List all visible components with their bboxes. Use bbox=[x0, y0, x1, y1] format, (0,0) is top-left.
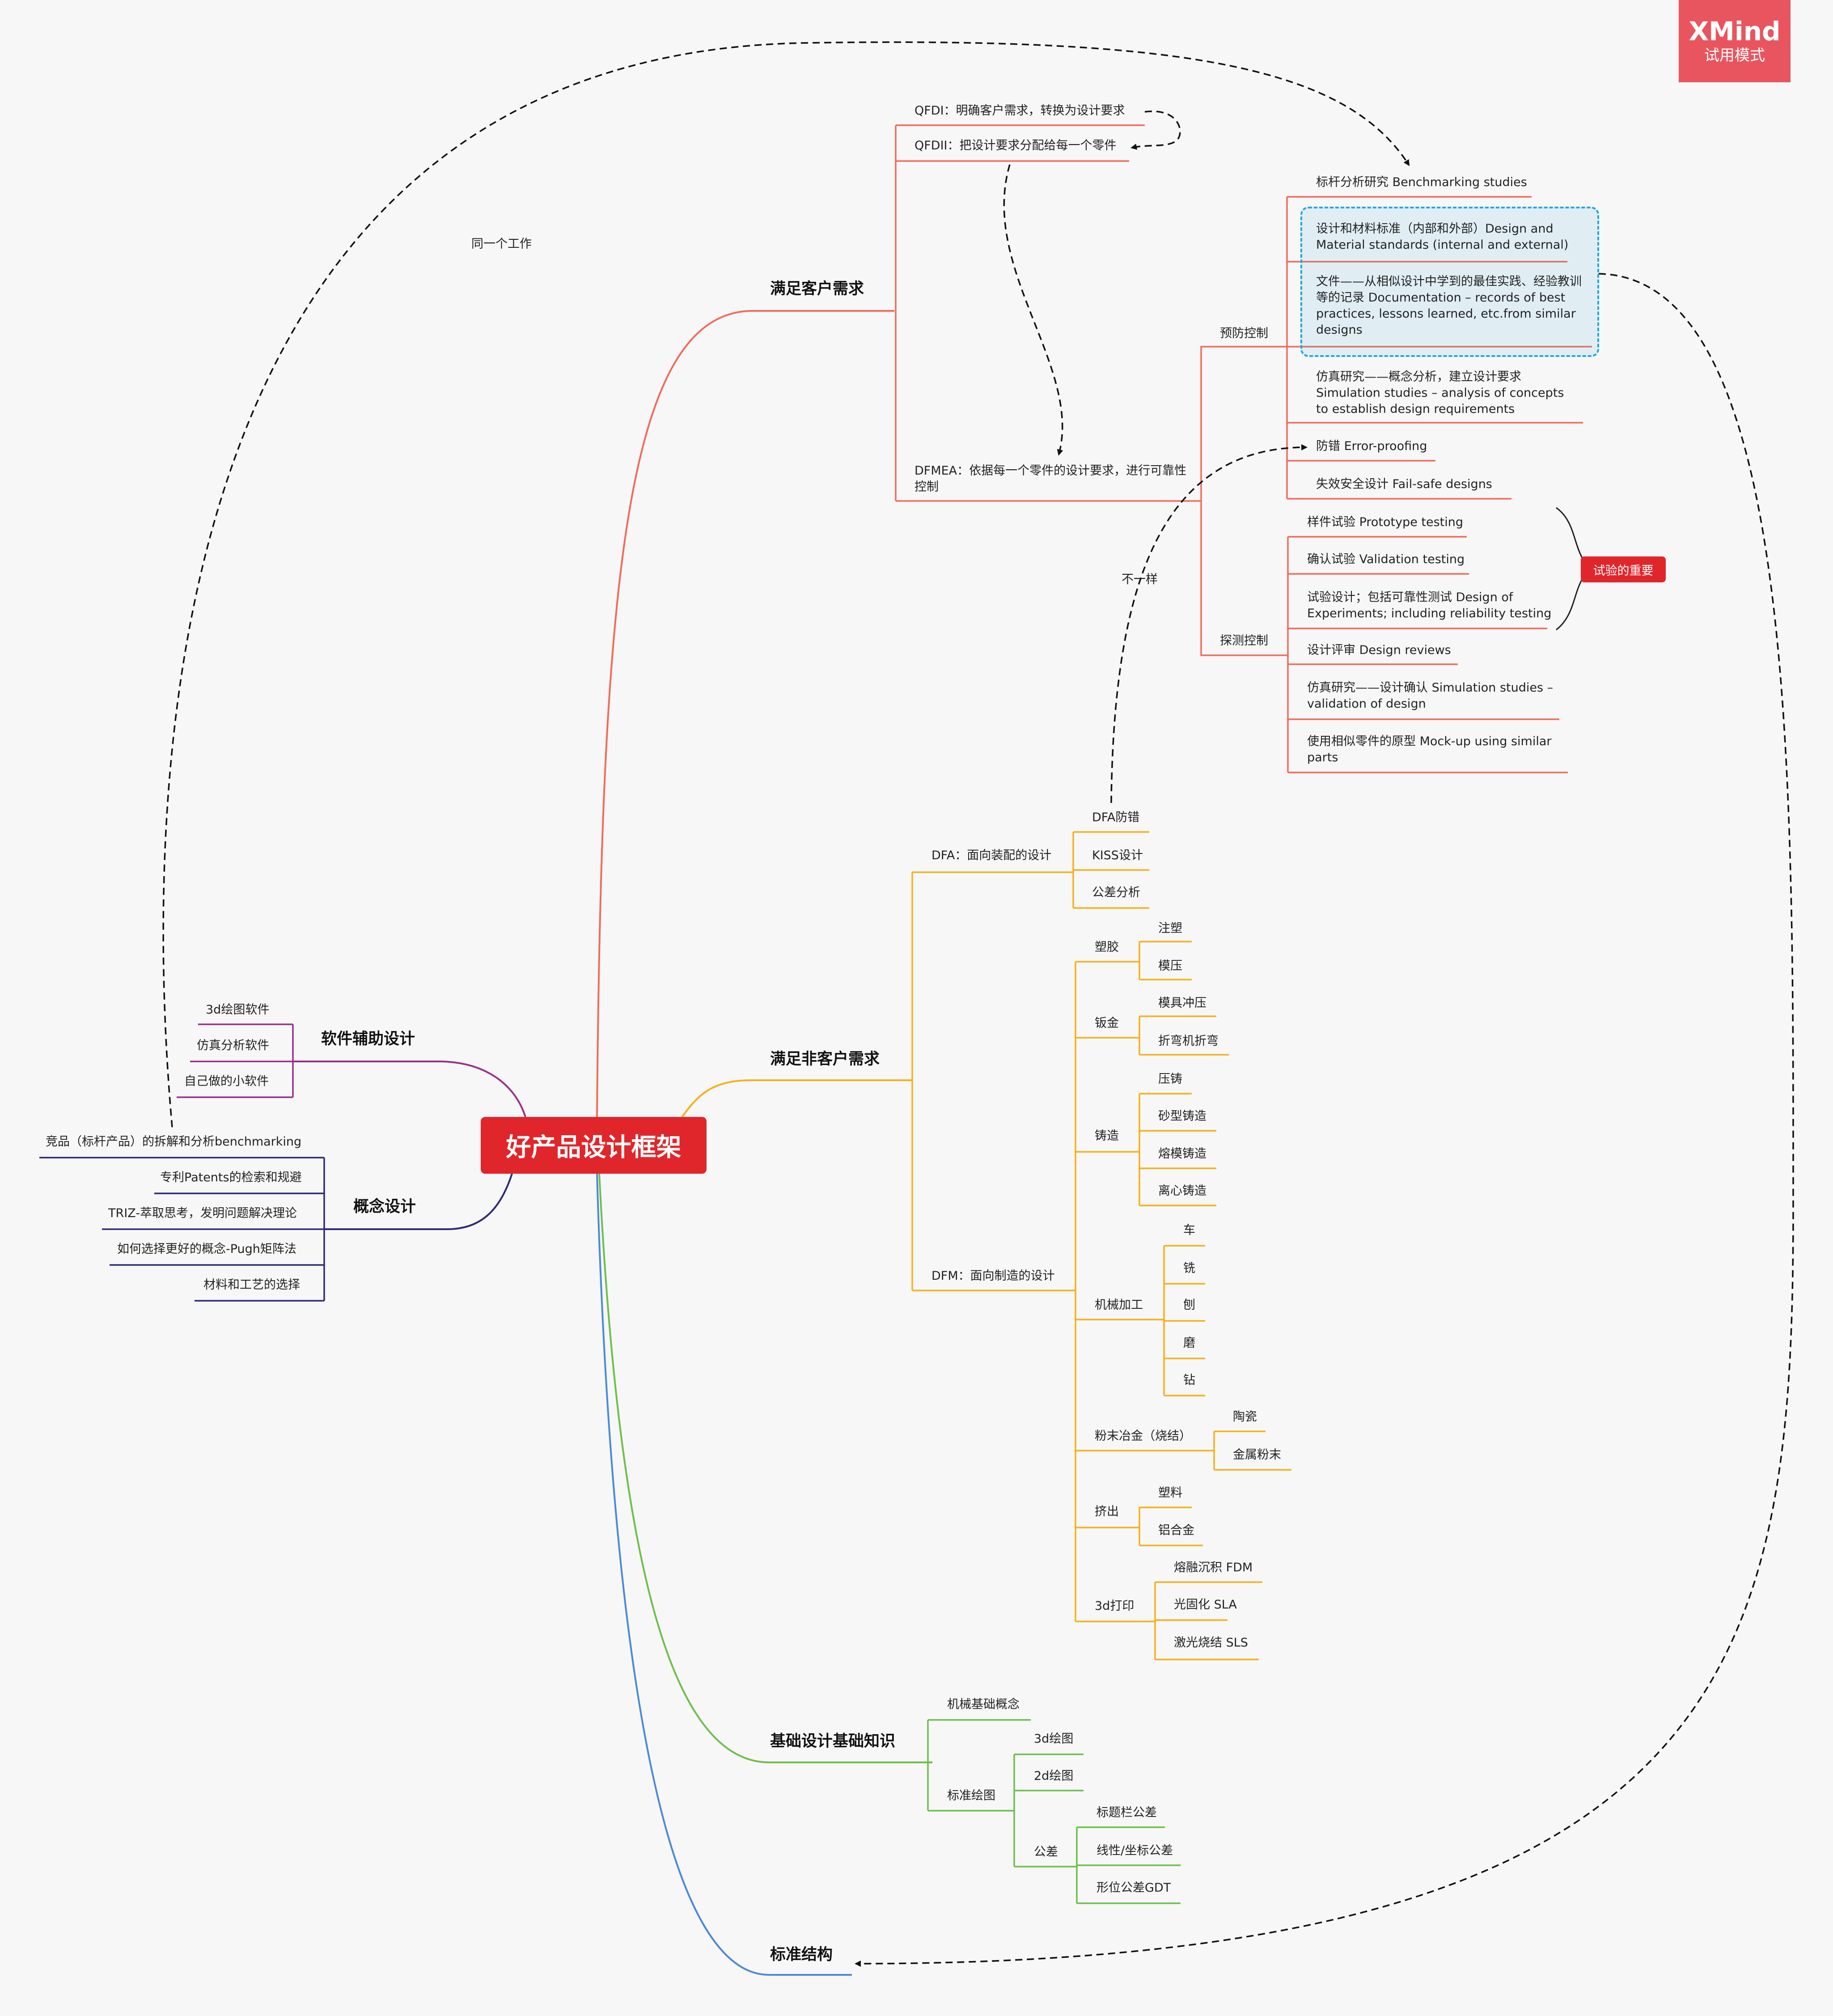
node-detection-control[interactable]: 探测控制 bbox=[1220, 634, 1268, 648]
dfm-leaf[interactable]: 光固化 SLA bbox=[1174, 1598, 1237, 1612]
node-mechanical-basics[interactable]: 机械基础概念 bbox=[947, 1698, 1020, 1711]
dfm-sheet-metal[interactable]: 钣金 bbox=[1095, 1016, 1119, 1030]
concept-item[interactable]: 专利Patents的检索和规避 bbox=[160, 1171, 302, 1184]
dfm-leaf[interactable]: 模具冲压 bbox=[1158, 996, 1206, 1010]
dfm-leaf[interactable]: 铝合金 bbox=[1158, 1524, 1194, 1537]
prevention-item[interactable]: 防错 Error-proofing bbox=[1316, 439, 1427, 453]
node-tolerance[interactable]: 公差 bbox=[1034, 1845, 1058, 1859]
relation-standard bbox=[855, 273, 1794, 1967]
concept-item[interactable]: 材料和工艺的选择 bbox=[203, 1278, 300, 1292]
drawing-item[interactable]: 3d绘图 bbox=[1034, 1732, 1074, 1746]
node-dfmea[interactable]: DFMEA：依据每一个零件的设计要求，进行可靠性控制 bbox=[914, 464, 1187, 494]
prevention-item[interactable]: 文件——从相似设计中学到的最佳实践、经验教训等的记录 Documentation… bbox=[1316, 275, 1582, 337]
node-qfd1[interactable]: QFDI：明确客户需求，转换为设计要求 bbox=[914, 104, 1125, 118]
relation-label-same-work[interactable]: 同一个工作 bbox=[471, 237, 532, 251]
node-dfa[interactable]: DFA：面向装配的设计 bbox=[931, 849, 1052, 862]
node-standard-drawing[interactable]: 标准绘图 bbox=[947, 1789, 995, 1803]
topic-basic-knowledge[interactable]: 基础设计基础知识 bbox=[770, 1732, 896, 1750]
root-topic[interactable]: 好产品设计框架 bbox=[481, 1117, 707, 1174]
tolerance-item[interactable]: 形位公差GDT bbox=[1096, 1881, 1171, 1895]
topic-software-design[interactable]: 软件辅助设计 bbox=[321, 1030, 415, 1048]
detection-item[interactable]: 使用相似零件的原型 Mock-up using similar parts bbox=[1307, 734, 1552, 764]
topic-noncustomer-needs[interactable]: 满足非客户需求 bbox=[770, 1050, 880, 1068]
dfm-leaf[interactable]: 离心铸造 bbox=[1158, 1184, 1206, 1198]
branch-line-noncustomer bbox=[681, 1079, 912, 1118]
dfm-powder-metallurgy[interactable]: 粉末冶金（烧结） bbox=[1095, 1429, 1191, 1443]
software-item[interactable]: 3d绘图软件 bbox=[206, 1003, 270, 1017]
detection-item[interactable]: 设计评审 Design reviews bbox=[1307, 643, 1451, 657]
relation-qfd-to-dfmea bbox=[1003, 164, 1063, 456]
dfm-leaf[interactable]: 激光烧结 SLS bbox=[1174, 1636, 1248, 1650]
dfm-leaf[interactable]: 折弯机折弯 bbox=[1158, 1034, 1219, 1048]
relation-label-different[interactable]: 不一样 bbox=[1122, 573, 1158, 586]
dfm-leaf[interactable]: 注塑 bbox=[1158, 921, 1182, 935]
drawing-item[interactable]: 2d绘图 bbox=[1034, 1769, 1074, 1783]
dfm-plastic[interactable]: 塑胶 bbox=[1095, 940, 1119, 954]
software-item[interactable]: 自己做的小软件 bbox=[184, 1074, 269, 1088]
dfm-leaf[interactable]: 熔融沉积 FDM bbox=[1174, 1561, 1253, 1575]
dfm-extrusion[interactable]: 挤出 bbox=[1095, 1505, 1119, 1519]
dfa-item[interactable]: DFA防错 bbox=[1092, 811, 1140, 824]
dfm-leaf[interactable]: 车 bbox=[1183, 1223, 1195, 1237]
dfm-leaf[interactable]: 钻 bbox=[1183, 1373, 1195, 1387]
prevention-item[interactable]: 失效安全设计 Fail-safe designs bbox=[1316, 477, 1492, 491]
dfm-leaf[interactable]: 铣 bbox=[1183, 1261, 1195, 1275]
summary-testing-important[interactable]: 试验的重要 bbox=[1581, 556, 1666, 582]
dfm-leaf[interactable]: 熔模铸造 bbox=[1158, 1147, 1206, 1161]
branch-line-concept bbox=[324, 1173, 513, 1230]
detection-item[interactable]: 仿真研究——设计确认 Simulation studies – validati… bbox=[1307, 681, 1554, 711]
concept-item[interactable]: 如何选择更好的概念-Pugh矩阵法 bbox=[117, 1242, 296, 1256]
dfm-leaf[interactable]: 金属粉末 bbox=[1233, 1448, 1281, 1462]
dfm-3d-printing[interactable]: 3d打印 bbox=[1095, 1599, 1135, 1613]
branch-line-customer bbox=[596, 310, 894, 1117]
relation-qfd bbox=[1130, 110, 1181, 150]
dfa-item[interactable]: KISS设计 bbox=[1092, 849, 1143, 862]
prevention-item[interactable]: 标杆分析研究 Benchmarking studies bbox=[1316, 175, 1527, 189]
detection-item[interactable]: 确认试验 Validation testing bbox=[1307, 552, 1465, 566]
node-qfd2[interactable]: QFDII：把设计要求分配给每一个零件 bbox=[914, 139, 1117, 153]
concept-item[interactable]: TRIZ-萃取思考，发明问题解决理论 bbox=[108, 1206, 297, 1220]
dfm-leaf[interactable]: 模压 bbox=[1158, 959, 1182, 973]
dfm-leaf[interactable]: 压铸 bbox=[1158, 1072, 1182, 1086]
branch-line-standard bbox=[596, 1173, 852, 1976]
dfm-leaf[interactable]: 砂型铸造 bbox=[1158, 1109, 1206, 1123]
tolerance-item[interactable]: 标题栏公差 bbox=[1096, 1806, 1157, 1820]
relation-different bbox=[1110, 444, 1308, 803]
prevention-item[interactable]: 设计和材料标准（内部和外部）Design and Material standa… bbox=[1316, 222, 1569, 252]
node-prevention-control[interactable]: 预防控制 bbox=[1220, 327, 1268, 340]
dfm-leaf[interactable]: 陶瓷 bbox=[1233, 1410, 1257, 1424]
software-item[interactable]: 仿真分析软件 bbox=[197, 1039, 269, 1053]
tolerance-item[interactable]: 线性/坐标公差 bbox=[1096, 1844, 1173, 1858]
dfm-casting[interactable]: 铸造 bbox=[1095, 1129, 1119, 1143]
trial-mode-label: 试用模式 bbox=[1704, 47, 1765, 64]
dfm-leaf[interactable]: 刨 bbox=[1183, 1298, 1195, 1312]
topic-concept-design[interactable]: 概念设计 bbox=[353, 1198, 416, 1216]
detection-item[interactable]: 样件试验 Prototype testing bbox=[1307, 515, 1464, 529]
branch-line-basic bbox=[598, 1173, 932, 1763]
node-dfm[interactable]: DFM：面向制造的设计 bbox=[931, 1269, 1055, 1283]
dfm-machining[interactable]: 机械加工 bbox=[1095, 1298, 1143, 1312]
dfm-leaf[interactable]: 塑料 bbox=[1158, 1486, 1182, 1500]
selection-box bbox=[1300, 207, 1599, 357]
topic-customer-needs[interactable]: 满足客户需求 bbox=[770, 280, 864, 298]
topic-standard-structure[interactable]: 标准结构 bbox=[770, 1946, 833, 1964]
dfm-leaf[interactable]: 磨 bbox=[1183, 1336, 1195, 1350]
dfa-item[interactable]: 公差分析 bbox=[1092, 886, 1140, 900]
concept-item[interactable]: 竞品（标杆产品）的拆解和分析benchmarking bbox=[46, 1135, 302, 1149]
xmind-logo: XMind bbox=[1689, 16, 1781, 47]
prevention-item[interactable]: 仿真研究——概念分析，建立设计要求 Simulation studies – a… bbox=[1316, 370, 1564, 416]
detection-item[interactable]: 试验设计；包括可靠性测试 Design of Experiments; incl… bbox=[1307, 590, 1552, 620]
relation-same-work bbox=[162, 41, 1410, 1128]
xmind-trial-badge: XMind 试用模式 bbox=[1679, 0, 1791, 82]
branch-line-software bbox=[293, 1061, 526, 1117]
